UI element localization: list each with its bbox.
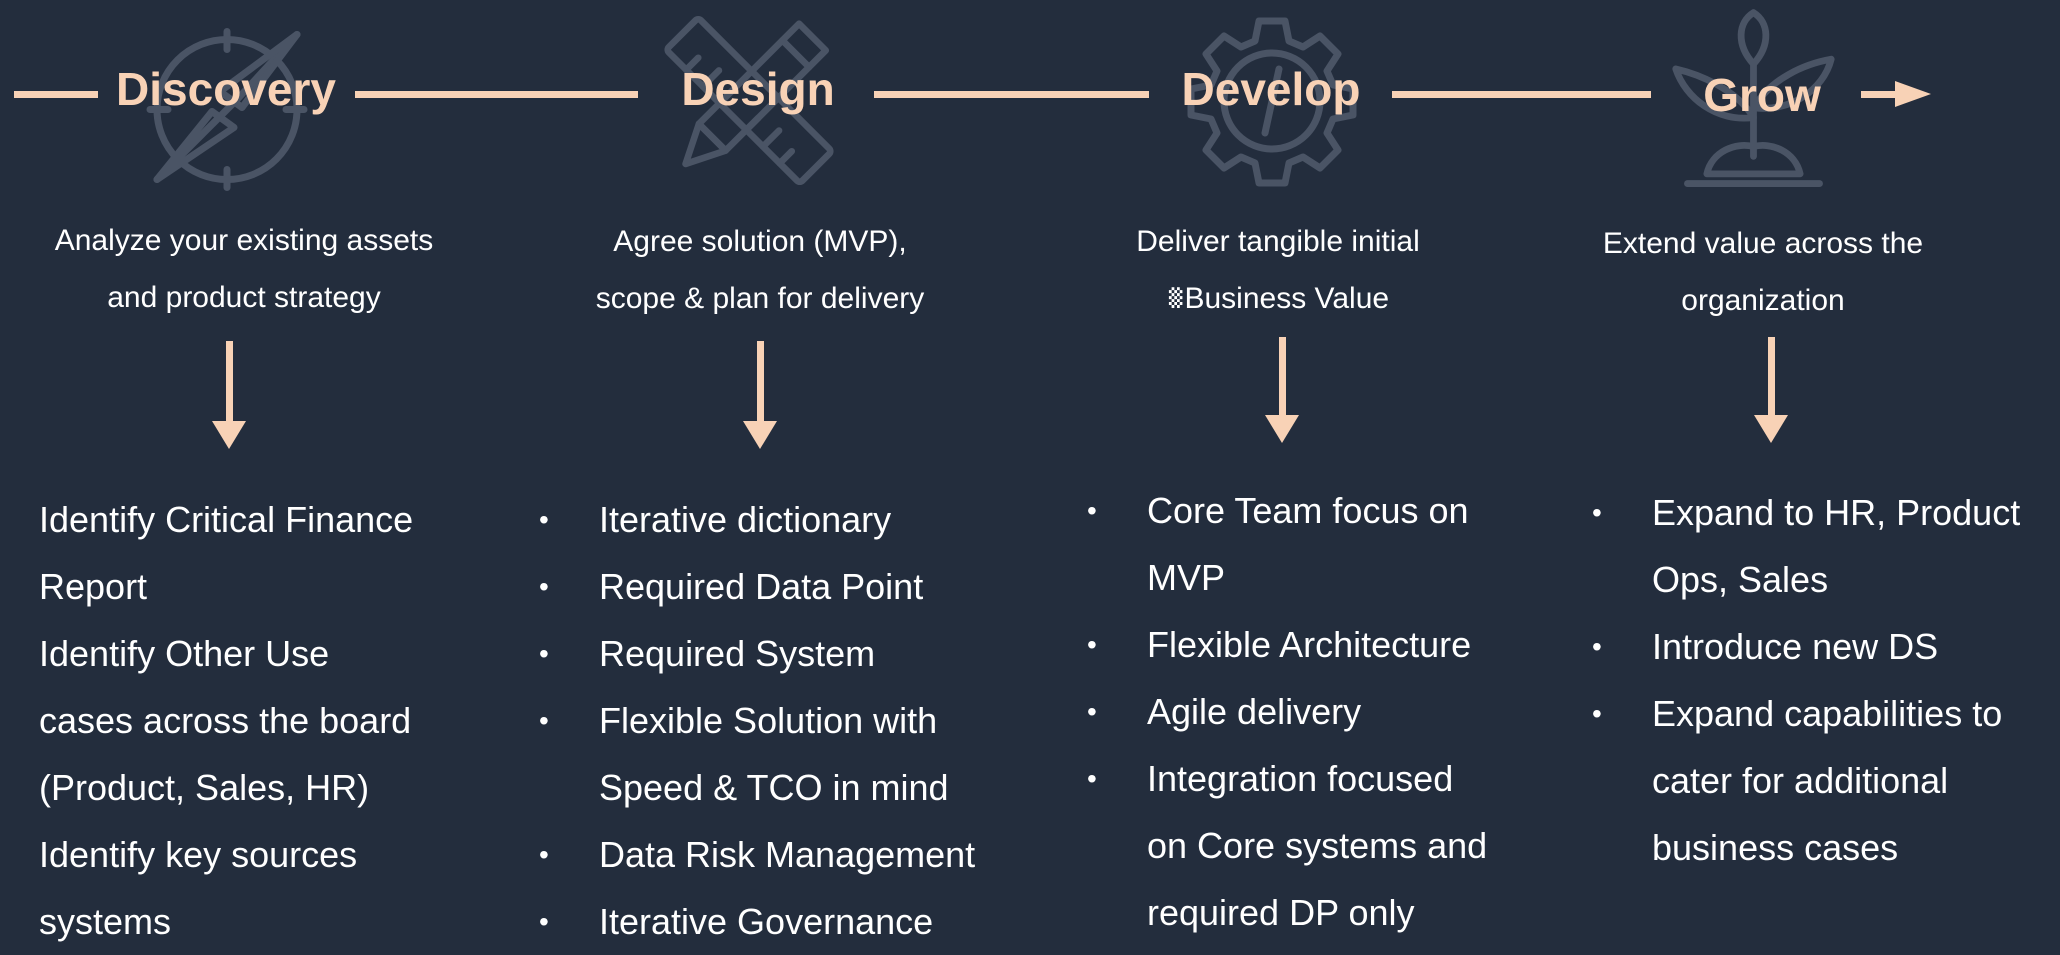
phase-title-grow: Grow	[1703, 69, 1821, 121]
bullet: •	[539, 571, 549, 602]
bullet: •	[1592, 631, 1602, 662]
bullet: •	[539, 638, 549, 669]
list-item-text: systems	[39, 901, 172, 942]
list-item-text: Integration focused	[1147, 758, 1454, 799]
pencil-ruler-icon	[664, 8, 834, 193]
phase-description-develop: Deliver tangible initial ␨Business Value	[1136, 225, 1420, 315]
compass-icon	[142, 12, 312, 197]
list-item: • Required System	[539, 620, 975, 687]
list-item-text: MVP	[1147, 557, 1226, 598]
bullet: •	[1592, 497, 1602, 528]
list-item-text: (Product, Sales, HR)	[39, 767, 370, 808]
list-item-text: Agile delivery	[1147, 691, 1362, 732]
list-item-text: Report	[39, 566, 148, 607]
list-item-text: business cases	[1652, 827, 1899, 868]
timeline-segment	[355, 91, 638, 98]
list-item: • Flexible Architecture	[1087, 611, 1487, 678]
list-item: • Core Team focus on MVP	[1087, 477, 1487, 611]
bullet: •	[1087, 629, 1097, 660]
list-item-text: cases across the board	[39, 700, 412, 741]
list-item: • Iterative dictionary	[539, 486, 975, 553]
list-item: • Integration focused on Core systems and r…	[1087, 745, 1487, 946]
list-item-text: required DP only	[1147, 892, 1415, 933]
list-item-text: Identify Other Use	[39, 633, 330, 674]
list-item: • Required Data Point	[539, 553, 975, 620]
list-item-text: Iterative dictionary	[599, 499, 892, 540]
list-item-text: Flexible Solution with	[599, 700, 938, 741]
list-item: • Iterative Governance	[539, 888, 975, 955]
list-item: Identify Other Use cases across the board…	[39, 620, 413, 821]
bullet: •	[539, 705, 549, 736]
list-item: • Expand capabilities to cater for additio…	[1592, 680, 2020, 881]
list-item-text: Required System	[599, 633, 876, 674]
bullet: •	[1087, 763, 1097, 794]
list-item-text: Iterative Governance	[599, 901, 934, 942]
plant-icon	[1668, 8, 1838, 193]
list-item-text: Ops, Sales	[1652, 559, 1829, 600]
phase-list-design: • Iterative dictionary • Required Data Poin…	[539, 486, 975, 955]
down-arrow	[1754, 337, 1788, 445]
timeline-arrow-shaft	[1861, 91, 1897, 98]
list-item: • Introduce new DS	[1592, 613, 2020, 680]
bullet: •	[1592, 698, 1602, 729]
list-item-text: Flexible Architecture	[1147, 624, 1472, 665]
timeline-arrow-head	[1895, 81, 1931, 107]
phase-list-develop: • Core Team focus on MVP • Flexible Architec…	[1087, 477, 1487, 946]
phase-description-discovery: Analyze your existing assets and product…	[54, 224, 434, 314]
down-arrow	[743, 341, 777, 449]
down-arrow	[212, 341, 246, 449]
list-item-text: Core Team focus on	[1147, 490, 1469, 531]
timeline-segment	[14, 91, 98, 98]
list-item-text: Required Data Point	[599, 566, 924, 607]
bullet: •	[1087, 696, 1097, 727]
bullet: •	[1087, 495, 1097, 526]
down-arrow	[1265, 337, 1299, 445]
phase-description-design: Agree solution (MVP), scope & plan for d…	[595, 225, 925, 315]
list-item-text: Expand to HR, Product	[1652, 492, 2021, 533]
list-item-text: Identify Critical Finance	[39, 499, 414, 540]
list-item-text: Introduce new DS	[1652, 626, 1939, 667]
list-item: • Agile delivery	[1087, 678, 1487, 745]
list-item: • Data Risk Management	[539, 821, 975, 888]
list-item-text: Identify key sources	[39, 834, 358, 875]
phase-title-design: Design	[681, 63, 835, 115]
gear-icon	[1187, 8, 1357, 193]
list-item: Identify key sources systems	[39, 821, 413, 955]
list-item-text: Speed & TCO in mind	[599, 767, 949, 808]
list-item-text: on Core systems and	[1147, 825, 1488, 866]
phase-title-develop: Develop	[1181, 63, 1361, 115]
timeline-segment	[1392, 91, 1651, 98]
list-item-text: cater for additional	[1652, 760, 1949, 801]
list-item-text: Data Risk Management	[599, 834, 976, 875]
bullet: •	[539, 839, 549, 870]
bullet: •	[539, 504, 549, 535]
timeline-segment	[874, 91, 1149, 98]
phase-title-discovery: Discovery	[116, 63, 336, 115]
list-item-text: Expand capabilities to	[1652, 693, 2003, 734]
bullet: •	[539, 906, 549, 937]
phase-description-grow: Extend value across the organization	[1602, 227, 1924, 317]
